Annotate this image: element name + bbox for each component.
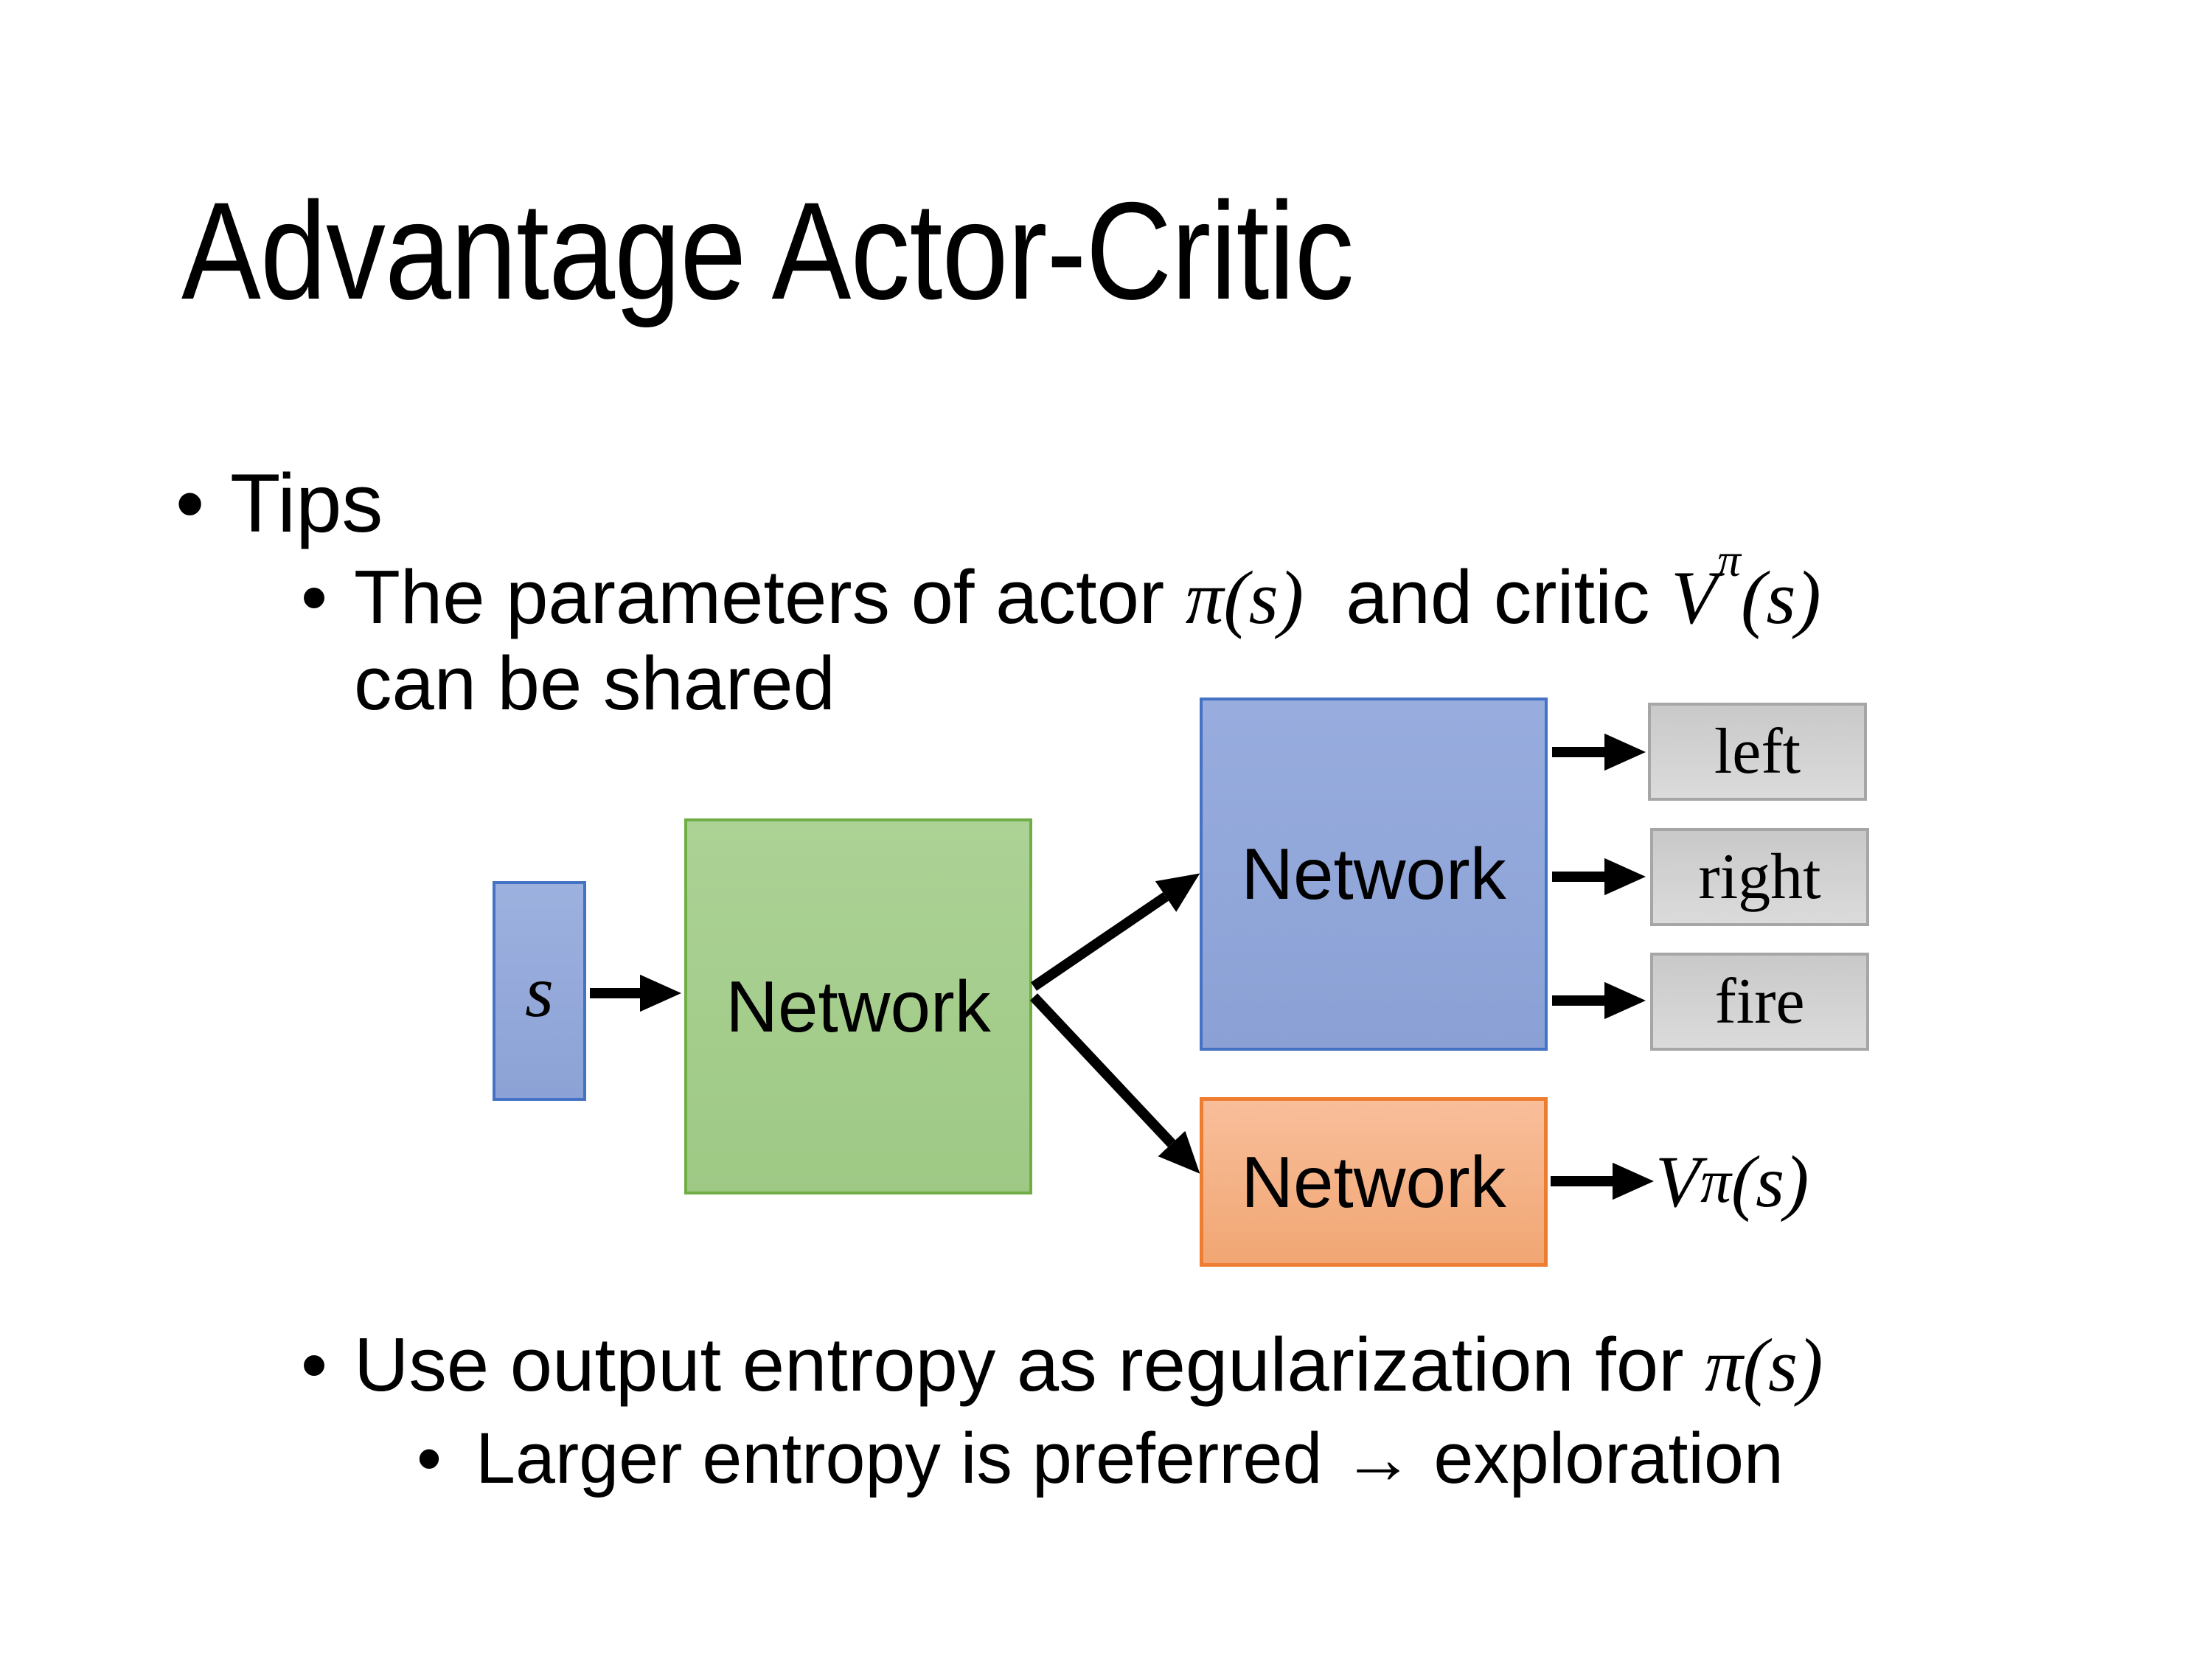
critic-v-pi-s-math: Vπ(s) bbox=[1671, 534, 1821, 640]
parameters-line2: can be shared bbox=[354, 641, 835, 726]
action-label-left: left bbox=[1714, 716, 1801, 787]
pi-superscript: π bbox=[1717, 533, 1742, 586]
bullet-dot-icon: • bbox=[301, 1322, 328, 1407]
action-label-fire: fire bbox=[1714, 966, 1805, 1037]
pi-s-math: π(s) bbox=[1705, 1324, 1823, 1408]
state-input-box: s bbox=[493, 881, 586, 1101]
parameters-shared-text: The parameters of actor π(s) and critic … bbox=[354, 534, 1821, 727]
of-s-symbol: (s) bbox=[1741, 556, 1821, 640]
slide-title: Advantage Actor-Critic bbox=[181, 173, 1354, 328]
bullet-dot-icon: • bbox=[175, 457, 205, 549]
pi-superscript: π bbox=[1700, 1147, 1731, 1216]
parameters-line1-mid: and critic bbox=[1304, 554, 1672, 639]
actor-network-label: Network bbox=[1241, 833, 1506, 914]
entropy-regularization-pre: Use output entropy as regularization for bbox=[354, 1322, 1705, 1407]
action-box-left: left bbox=[1648, 703, 1867, 801]
of-s-symbol: (s) bbox=[1731, 1141, 1809, 1222]
shared-network-box: Network bbox=[684, 818, 1032, 1194]
bullet-tips: • Tips bbox=[175, 456, 383, 551]
shared-network-label: Network bbox=[726, 965, 991, 1047]
arrow-shared-to-actor bbox=[1031, 873, 1200, 991]
action-box-right: right bbox=[1650, 828, 1869, 926]
arrow-shared-to-critic bbox=[1029, 993, 1200, 1174]
entropy-regularization-text: Use output entropy as regularization for… bbox=[354, 1321, 1823, 1409]
bullet-larger-entropy: • Larger entropy is preferred → explorat… bbox=[417, 1417, 1784, 1500]
bullet-dot-icon: • bbox=[301, 554, 328, 639]
critic-network-label: Network bbox=[1241, 1141, 1506, 1222]
bullet-dot-icon: • bbox=[417, 1418, 442, 1498]
actor-network-box: Network bbox=[1200, 698, 1548, 1051]
parameters-line1-pre: The parameters of actor bbox=[354, 554, 1186, 639]
critic-network-box: Network bbox=[1200, 1097, 1548, 1267]
tips-label: Tips bbox=[230, 457, 383, 549]
parameters-line1: The parameters of actor π(s) and critic … bbox=[354, 534, 1821, 641]
actor-pi-s-math: π(s) bbox=[1185, 556, 1304, 640]
larger-entropy-text: Larger entropy is preferred → exploratio… bbox=[476, 1418, 1784, 1498]
action-label-right: right bbox=[1698, 841, 1821, 913]
v-symbol: V bbox=[1655, 1141, 1701, 1222]
state-label: s bbox=[525, 950, 554, 1032]
bullet-entropy-regularization: • Use output entropy as regularization f… bbox=[301, 1321, 1823, 1409]
bullet-parameters-shared: • The parameters of actor π(s) and criti… bbox=[301, 534, 1821, 727]
v-symbol: V bbox=[1671, 556, 1718, 640]
action-box-fire: fire bbox=[1650, 953, 1869, 1051]
